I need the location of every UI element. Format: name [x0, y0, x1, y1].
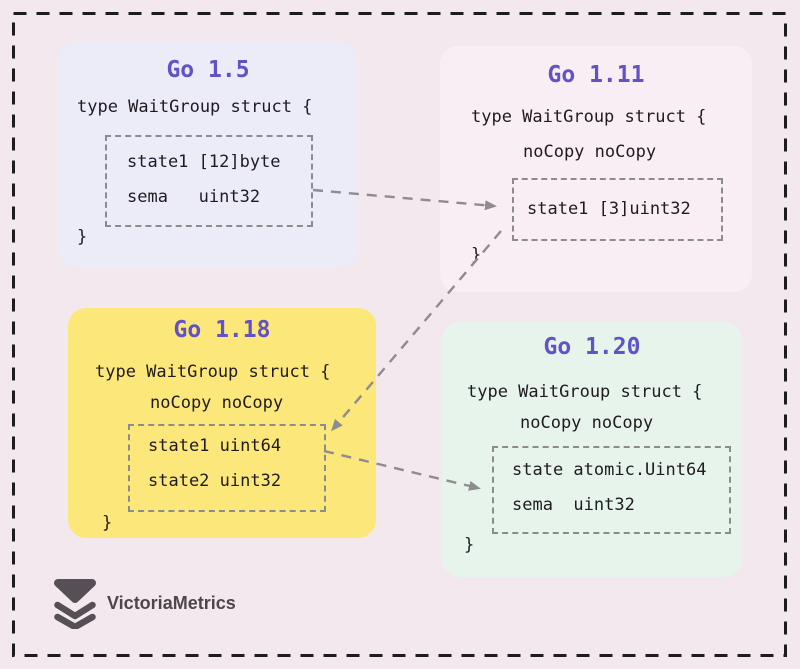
code-line-open: type WaitGroup struct { [77, 97, 313, 117]
code-line-open: type WaitGroup struct { [471, 107, 707, 127]
code-line-close: } [77, 227, 88, 247]
go-1-20-card: Go 1.20 type WaitGroup struct { noCopy n… [442, 322, 742, 577]
code-line-nocopy: noCopy noCopy [523, 142, 657, 162]
field-line: state atomic.Uint64 [512, 460, 707, 480]
victoriametrics-mark-icon [54, 579, 96, 629]
logo-text: VictoriaMetrics [107, 592, 236, 613]
go-1-11-card: Go 1.11 type WaitGroup struct { noCopy n… [440, 46, 752, 292]
card-title: Go 1.18 [173, 317, 271, 343]
card-title: Go 1.20 [543, 334, 641, 360]
code-line-open: type WaitGroup struct { [95, 362, 331, 382]
go-1-5-card: Go 1.5 type WaitGroup struct { state1 [1… [58, 42, 358, 268]
field-line: state1 [3]uint32 [527, 199, 691, 219]
highlight-box: state1 uint64 state2 uint32 [128, 424, 326, 512]
victoriametrics-logo: VictoriaMetrics [50, 577, 236, 629]
highlight-box: state atomic.Uint64 sema uint32 [492, 446, 731, 534]
card-title: Go 1.11 [547, 62, 645, 88]
code-line-nocopy: noCopy noCopy [150, 393, 284, 413]
field-line: sema uint32 [127, 187, 261, 207]
code-line-close: } [464, 535, 475, 555]
code-line-nocopy: noCopy noCopy [520, 413, 654, 433]
card-title: Go 1.5 [166, 57, 250, 83]
code-line-close: } [471, 245, 482, 265]
highlight-box: state1 [12]byte sema uint32 [105, 135, 313, 227]
field-line: sema uint32 [512, 495, 635, 515]
code-line-close: } [102, 513, 113, 533]
field-line: state1 uint64 [148, 436, 282, 456]
field-line: state1 [12]byte [127, 152, 281, 172]
field-line: state2 uint32 [148, 471, 282, 491]
code-line-open: type WaitGroup struct { [467, 382, 703, 402]
highlight-box: state1 [3]uint32 [512, 178, 723, 241]
go-1-18-card: Go 1.18 type WaitGroup struct { noCopy n… [68, 308, 376, 538]
